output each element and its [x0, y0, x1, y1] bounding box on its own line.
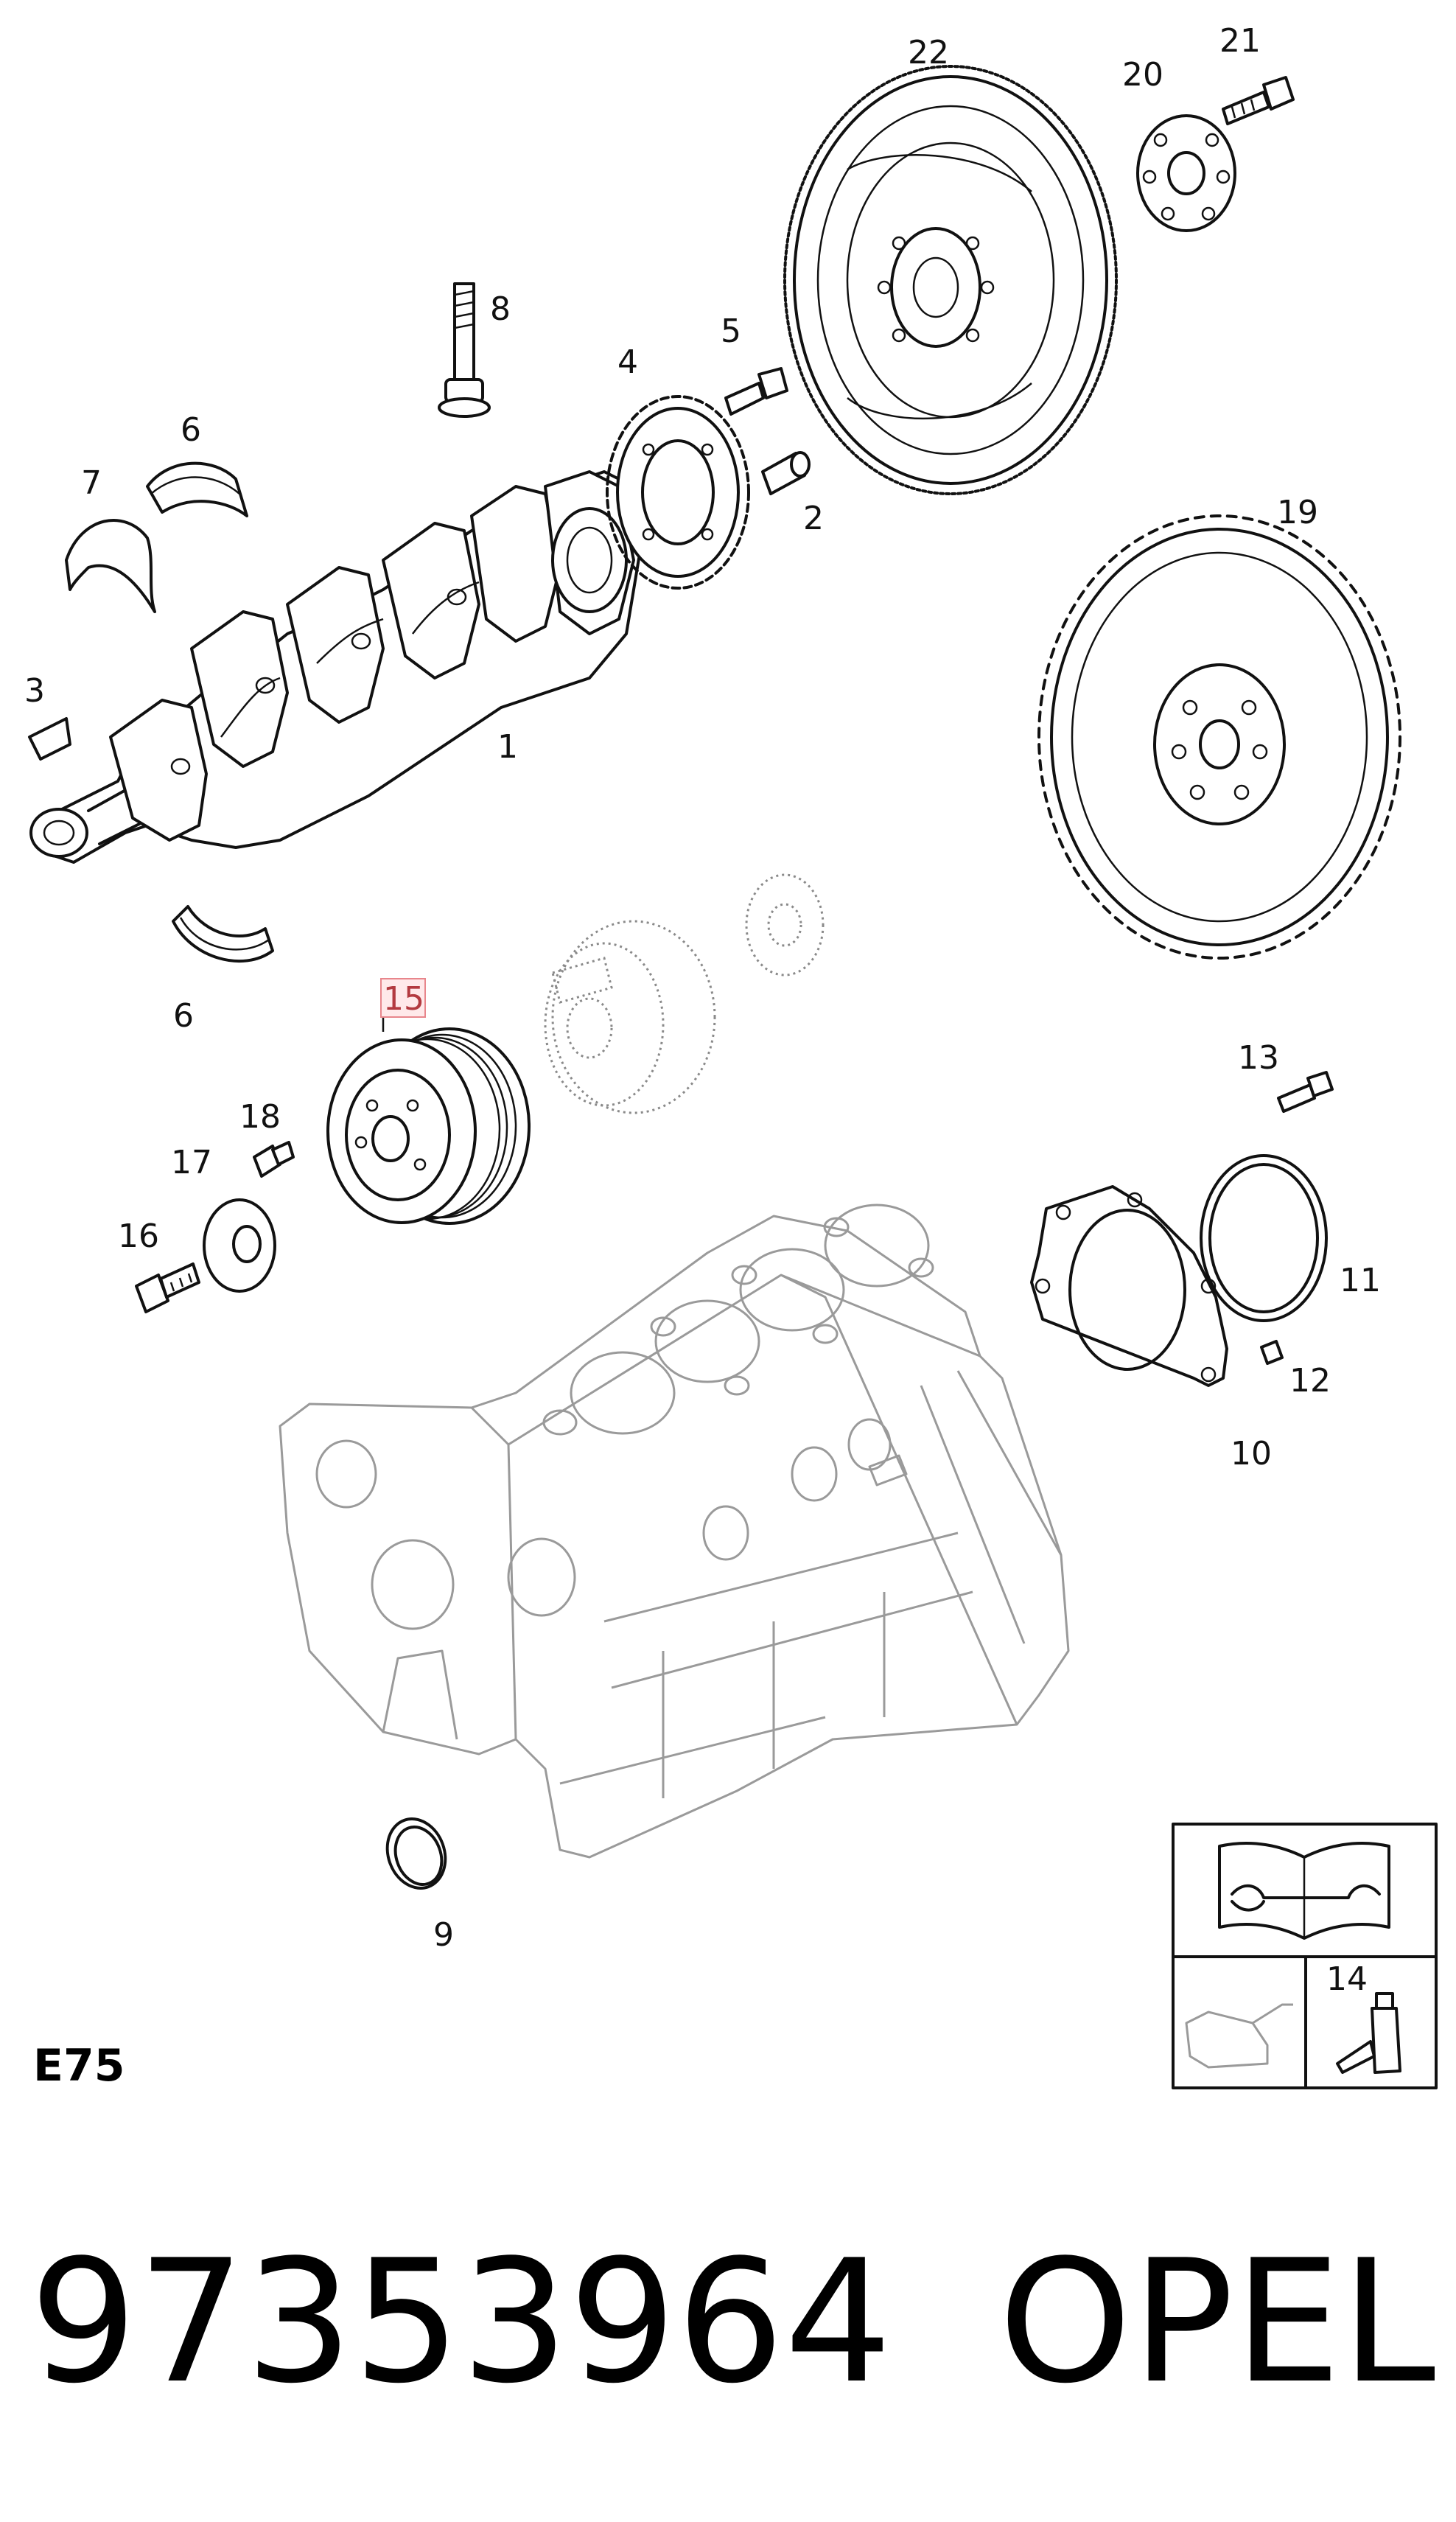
bearing-shell-upper-6 — [146, 461, 248, 517]
callout-labels: 1 2 3 4 5 6 6 7 8 9 10 11 12 13 14 15 16… — [24, 22, 1381, 1998]
callout-4: 4 — [617, 343, 638, 381]
callout-10: 10 — [1231, 1435, 1272, 1473]
crankshaft-1 — [29, 470, 643, 864]
callout-3: 3 — [24, 672, 45, 710]
callout-7: 7 — [81, 464, 102, 502]
thrust-washer-7 — [65, 519, 156, 613]
callout-16: 16 — [118, 1218, 159, 1255]
crank-sprocket-4 — [606, 395, 750, 590]
bolt-13 — [1277, 1071, 1334, 1113]
flywheel-19 — [1037, 514, 1401, 960]
manual-wrench-icon — [1218, 1841, 1390, 1940]
callout-8: 8 — [490, 290, 511, 328]
washer-ghost — [745, 873, 825, 977]
sealant-tube-icon — [1336, 1992, 1401, 2074]
callout-15: 15 — [383, 980, 424, 1018]
bolt-21 — [1222, 76, 1295, 125]
callout-19: 19 — [1277, 494, 1318, 531]
part-number: 97353964 — [29, 2224, 892, 2421]
seal-ring-9 — [385, 1817, 447, 1890]
rear-oil-seal-11 — [1200, 1154, 1328, 1322]
info-box — [1172, 1823, 1438, 2089]
crank-pulley-15 — [326, 1027, 531, 1225]
callout-9: 9 — [433, 1916, 454, 1954]
dowel-12 — [1260, 1340, 1284, 1365]
callout-6-upper: 6 — [181, 411, 201, 449]
callout-22: 22 — [908, 34, 949, 71]
callout-18: 18 — [239, 1098, 281, 1136]
callout-13: 13 — [1238, 1039, 1279, 1077]
group-code: E75 — [33, 2040, 125, 2092]
callout-1: 1 — [497, 728, 518, 766]
spacer-plate-20 — [1136, 114, 1236, 232]
oil-can-icon — [1185, 2003, 1293, 2069]
crank-gear-ghost — [544, 920, 716, 1114]
callout-17: 17 — [171, 1144, 212, 1181]
dowel-pin-2 — [761, 451, 811, 495]
callout-15-highlight — [380, 978, 426, 1018]
washer-17 — [203, 1198, 276, 1293]
bolt-8 — [438, 282, 491, 418]
bolt-18 — [253, 1141, 295, 1178]
callout-11: 11 — [1340, 1262, 1381, 1299]
callout-14: 14 — [1326, 1960, 1368, 1998]
woodruff-key-3 — [28, 717, 71, 761]
bolt-5 — [724, 367, 788, 416]
callout-5: 5 — [721, 312, 741, 350]
callout-6-lower: 6 — [173, 997, 194, 1035]
seal-housing-10 — [1030, 1185, 1228, 1387]
bolt-16 — [135, 1262, 200, 1313]
brand-name: OPEL — [998, 2224, 1435, 2421]
callout-2: 2 — [803, 500, 824, 537]
engine-block — [279, 1204, 1070, 1859]
dual-mass-flywheel-22 — [783, 65, 1118, 495]
callout-20: 20 — [1122, 56, 1163, 94]
bearing-shell-lower-6 — [172, 905, 274, 963]
callout-21: 21 — [1219, 22, 1261, 60]
callout-12: 12 — [1289, 1362, 1331, 1400]
